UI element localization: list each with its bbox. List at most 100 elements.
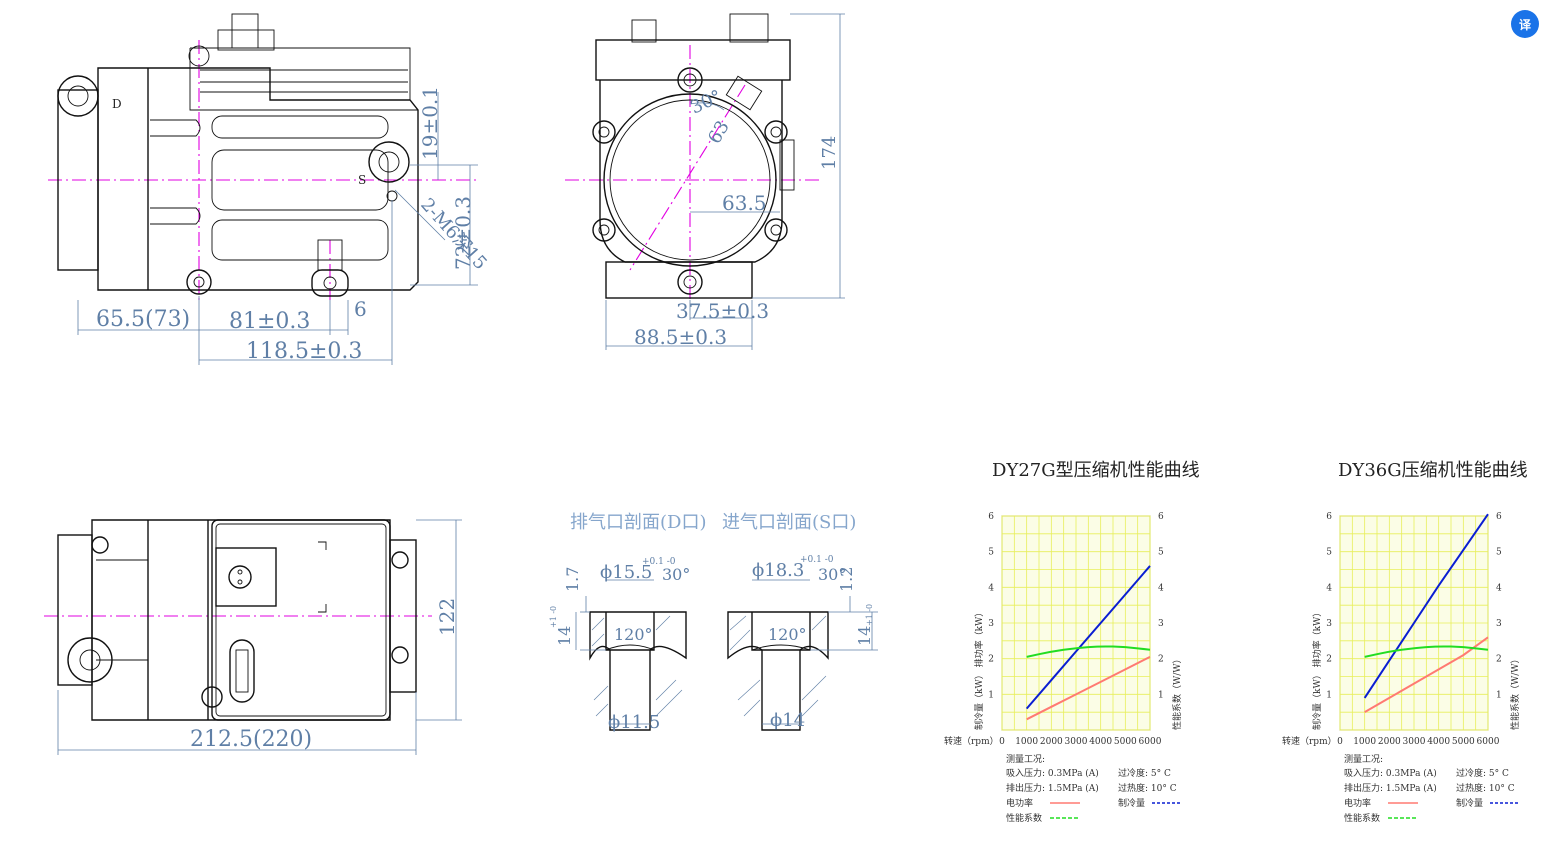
y-tick-label-left: 6 <box>1326 512 1332 522</box>
s-phi-top: ϕ18.3 <box>752 560 804 581</box>
x-axis-label: 转速（rpm） <box>944 735 999 747</box>
x-tick-label: 1000 <box>1015 737 1038 747</box>
series-cooling <box>1363 513 1489 699</box>
x-tick-label: 6000 <box>1477 737 1500 747</box>
y-tick-label-right: 4 <box>1158 583 1164 593</box>
front-view: 174 63.5 63 30° 37.5±0.3 88.5±0.3 <box>565 13 845 350</box>
x-tick-label: 0 <box>999 737 1005 747</box>
dim-30-deg: 30° <box>687 86 725 119</box>
s-tolerance: +0.1 -0 <box>800 555 834 565</box>
conditions-subcool: 过冷度: 5° C <box>1456 767 1509 779</box>
x-tick-label: 4000 <box>1089 737 1112 747</box>
chart-title: DY27G型压缩机性能曲线 <box>992 460 1200 481</box>
conditions-suction: 吸入压力: 0.3MPa (A) <box>1344 767 1437 779</box>
dim-63: 63 <box>704 117 734 147</box>
conditions-subcool: 过冷度: 5° C <box>1118 767 1171 779</box>
d-angle-120: 120° <box>614 625 653 644</box>
legend-cooling: 制冷量 <box>1118 797 1145 809</box>
chart-dy36g: DY36G压缩机性能曲线 转速（rpm） 制冷量（kW） 排功率（kW） 性能系… <box>1282 460 1528 824</box>
dim-37-5: 37.5±0.3 <box>676 299 769 323</box>
series-power <box>1364 636 1489 714</box>
d-phi-bottom: ϕ11.5 <box>608 712 660 733</box>
x-tick-label: 2000 <box>1378 737 1401 747</box>
series-cop <box>1026 645 1151 658</box>
y-tick-label-left: 4 <box>1326 583 1332 593</box>
legend-cooling: 制冷量 <box>1456 797 1483 809</box>
x-tick-label: 3000 <box>1065 737 1088 747</box>
y-tick-label-left: 5 <box>988 548 994 558</box>
x-tick-label: 2000 <box>1040 737 1063 747</box>
translate-icon[interactable]: 译 <box>1511 10 1539 38</box>
d-phi-top: ϕ15.5 <box>600 562 652 583</box>
suction-title: 进气口剖面(S口) <box>722 512 856 533</box>
s-angle-120: 120° <box>768 625 807 644</box>
dim-72: 72±0.3 <box>451 196 475 270</box>
conditions-block: 测量工况: 吸入压力: 0.3MPa (A) 过冷度: 5° C 排出压力: 1… <box>1006 754 1180 824</box>
y-tick-label-right: 3 <box>1496 619 1502 629</box>
bottom-view: 212.5(220) 122 <box>44 519 462 755</box>
conditions-block: 测量工况: 吸入压力: 0.3MPa (A) 过冷度: 5° C 排出压力: 1… <box>1344 754 1518 824</box>
y-tick-label-left: 4 <box>988 583 994 593</box>
y-tick-label-right: 4 <box>1496 583 1502 593</box>
d-dim-1-7: 1.7 <box>563 567 582 592</box>
y-tick-label-left: 3 <box>988 619 994 629</box>
d-chamfer-angle: 30° <box>662 565 690 584</box>
discharge-section: 排气口剖面(D口) ϕ15.5 +0.1 -0 30° 1.7 14 +1 -0… <box>549 512 706 733</box>
conditions-discharge: 排出压力: 1.5MPa (A) <box>1344 782 1437 794</box>
legend-power: 电功率 <box>1006 797 1033 809</box>
y-axis-label-right: 性能系数（W/W） <box>1171 654 1183 730</box>
discharge-title: 排气口剖面(D口) <box>570 512 706 533</box>
side-view: D S 65.5(73) 81±0.3 6 118.5±0.3 19±0.1 7… <box>48 13 491 365</box>
x-tick-label: 6000 <box>1139 737 1162 747</box>
x-tick-label: 5000 <box>1452 737 1475 747</box>
x-tick-label: 1000 <box>1353 737 1376 747</box>
s-phi-bottom: ϕ14 <box>770 710 805 731</box>
y-tick-label-right: 5 <box>1158 548 1164 558</box>
conditions-heading: 测量工况: <box>1344 754 1383 765</box>
y-tick-label-right: 2 <box>1158 655 1164 665</box>
series-power <box>1026 655 1151 721</box>
legend-cop: 性能系数 <box>1006 812 1042 824</box>
dim-63-5: 63.5 <box>722 191 767 215</box>
s-chamfer-angle: 30° <box>818 565 846 584</box>
y-axis-label-left: 制冷量（kW） 排功率（kW） <box>973 608 985 730</box>
y-tick-label-right: 2 <box>1496 655 1502 665</box>
x-axis-label: 转速（rpm） <box>1282 735 1337 747</box>
x-tick-label: 5000 <box>1114 737 1137 747</box>
s-dim-14-tol: +1 -0 <box>865 604 874 626</box>
d-dim-14: 14 <box>555 626 574 646</box>
y-tick-label-right: 6 <box>1496 512 1502 522</box>
suction-section: 进气口剖面(S口) ϕ18.3 +0.1 -0 30° 1.2 14 +1 -0… <box>722 512 878 731</box>
y-tick-label-left: 2 <box>1326 655 1332 665</box>
y-tick-label-right: 1 <box>1496 690 1502 700</box>
y-axis-label-left: 制冷量（kW） 排功率（kW） <box>1311 608 1323 730</box>
dim-174: 174 <box>819 136 840 170</box>
y-tick-label-left: 3 <box>1326 619 1332 629</box>
y-tick-label-right: 1 <box>1158 690 1164 700</box>
dim-19: 19±0.1 <box>418 86 442 160</box>
x-tick-label: 3000 <box>1403 737 1426 747</box>
dim-88-5: 88.5±0.3 <box>634 325 727 349</box>
y-tick-label-right: 6 <box>1158 512 1164 522</box>
port-s-label: S <box>358 173 366 187</box>
y-tick-label-left: 2 <box>988 655 994 665</box>
chart-dy27g: DY27G型压缩机性能曲线 转速（rpm） 制冷量（kW） 排功率（kW） 性能… <box>944 460 1200 824</box>
s-dim-1-2: 1.2 <box>837 567 856 592</box>
conditions-suction: 吸入压力: 0.3MPa (A) <box>1006 767 1099 779</box>
series-cooling <box>1025 565 1151 710</box>
conditions-superheat: 过热度: 10° C <box>1118 782 1177 794</box>
x-tick-label: 4000 <box>1427 737 1450 747</box>
dim-118-5: 118.5±0.3 <box>246 339 362 364</box>
y-tick-label-left: 1 <box>1326 690 1332 700</box>
conditions-heading: 测量工况: <box>1006 754 1045 765</box>
series-cop <box>1364 645 1489 658</box>
chart-title: DY36G压缩机性能曲线 <box>1338 460 1528 481</box>
y-tick-label-left: 6 <box>988 512 994 522</box>
dim-81: 81±0.3 <box>229 309 310 334</box>
y-tick-label-right: 3 <box>1158 619 1164 629</box>
dim-6: 6 <box>354 297 367 321</box>
dim-122: 122 <box>435 598 459 636</box>
